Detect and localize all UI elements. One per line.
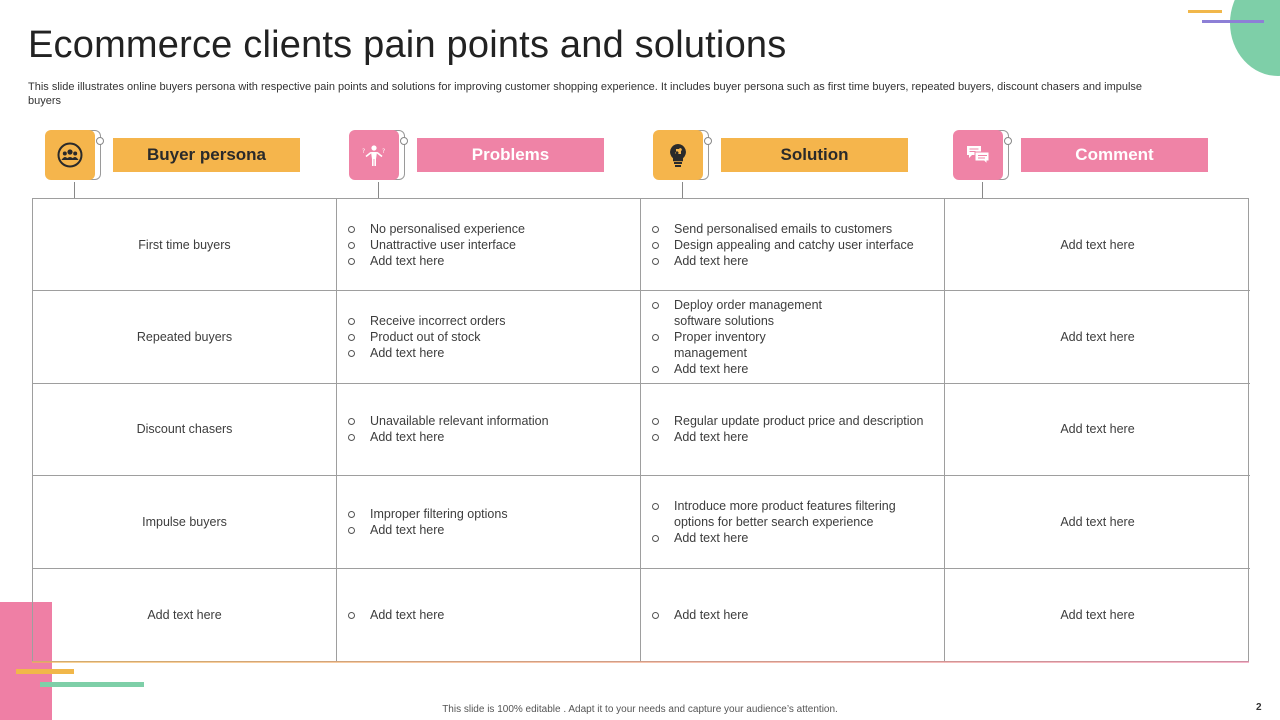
solution-cell[interactable]: Send personalised emails to customers De… [641, 199, 945, 292]
table-bottom-accent [32, 661, 1249, 663]
problems-cell[interactable]: Unavailable relevant information Add tex… [337, 383, 641, 477]
header-label[interactable]: Buyer persona [113, 138, 300, 172]
problems-cell[interactable]: Add text here [337, 568, 641, 661]
comment-cell[interactable]: Add text here [945, 384, 1250, 477]
pain-points-table: First time buyers No personalised experi… [32, 198, 1250, 662]
page-subtitle[interactable]: This slide illustrates online buyers per… [28, 81, 1143, 107]
comment-cell[interactable]: Add text here [1060, 607, 1135, 622]
list-item: Introduce more product features filterin… [651, 498, 911, 530]
list-item: No personalised experience [347, 221, 525, 237]
person-question-icon: ? ? [349, 130, 399, 180]
chat-bubbles-icon [953, 130, 1003, 180]
list-item: Send personalised emails to customers [651, 221, 914, 237]
header-problems: ? ? Problems [349, 130, 609, 198]
header-label[interactable]: Solution [721, 138, 908, 172]
comment-cell[interactable]: Add text here [945, 291, 1250, 384]
solution-cell[interactable]: Add text here [641, 568, 945, 661]
persona-cell[interactable]: First time buyers [33, 199, 337, 292]
svg-text:?: ? [362, 148, 365, 155]
header-buyer-persona: Buyer persona [45, 130, 305, 198]
header-comment: Comment [953, 130, 1213, 198]
comment-cell[interactable]: Add text here [945, 476, 1250, 569]
header-solution: Solution [653, 130, 913, 198]
page-number: 2 [1256, 702, 1262, 713]
list-item: Add text here [651, 607, 748, 623]
list-item: Design appealing and catchy user interfa… [651, 237, 914, 253]
list-item: Add text here [347, 253, 525, 269]
list-item: Regular update product price and descrip… [651, 413, 923, 429]
list-item: Add text here [347, 522, 508, 538]
decor-green-circle [1230, 0, 1280, 76]
list-item: Unattractive user interface [347, 237, 525, 253]
persona-cell[interactable]: Discount chasers [33, 383, 337, 477]
decor-purple-line [1202, 20, 1264, 23]
persona-cell[interactable]: Repeated buyers [33, 291, 337, 384]
problems-cell[interactable]: No personalised experience Unattractive … [337, 199, 641, 292]
list-item: Add text here [347, 607, 444, 623]
solution-cell[interactable]: Regular update product price and descrip… [641, 383, 945, 477]
people-group-icon [45, 130, 95, 180]
lightbulb-puzzle-icon [653, 130, 703, 180]
persona-cell[interactable]: Add text here [33, 568, 337, 661]
header-label[interactable]: Problems [417, 138, 604, 172]
persona-cell[interactable]: Impulse buyers [33, 476, 337, 569]
solution-cell[interactable]: Introduce more product features filterin… [641, 476, 945, 569]
list-item: Deploy order management software solutio… [651, 297, 836, 329]
list-item: Add text here [651, 253, 914, 269]
list-item: Add text here [651, 530, 911, 546]
footer-note: This slide is 100% editable . Adapt it t… [442, 704, 838, 715]
header-label[interactable]: Comment [1021, 138, 1208, 172]
problems-cell[interactable]: Improper filtering options Add text here [337, 476, 641, 569]
solution-cell[interactable]: Deploy order management software solutio… [641, 291, 945, 384]
decor-orange-bar [16, 669, 74, 674]
problems-cell[interactable]: Receive incorrect orders Product out of … [337, 291, 641, 384]
list-item: Improper filtering options [347, 506, 508, 522]
list-item: Add text here [347, 345, 505, 361]
comment-cell[interactable]: Add text here [945, 199, 1250, 292]
decor-orange-line [1188, 10, 1222, 13]
list-item: Proper inventory management [651, 329, 836, 361]
svg-text:?: ? [382, 148, 385, 155]
page-title[interactable]: Ecommerce clients pain points and soluti… [28, 24, 787, 66]
list-item: Unavailable relevant information [347, 413, 549, 429]
list-item: Add text here [347, 429, 549, 445]
decor-green-bar [40, 682, 144, 687]
list-item: Receive incorrect orders [347, 313, 505, 329]
list-item: Product out of stock [347, 329, 505, 345]
list-item: Add text here [651, 361, 836, 377]
list-item: Add text here [651, 429, 923, 445]
